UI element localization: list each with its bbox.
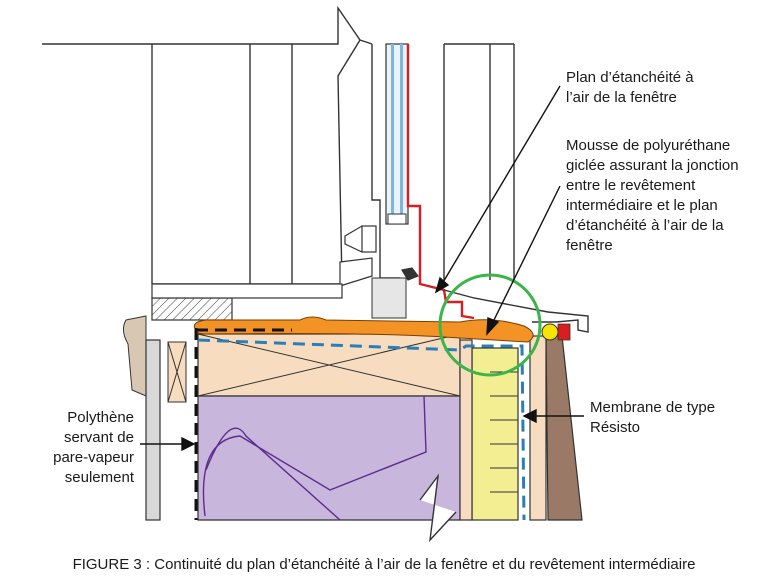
label-window-air-plane: Plan d’étanchéité à l’air de la fenêtre [566,69,694,106]
cladding [545,335,583,521]
figure-caption: FIGURE 3 : Continuité du plan d’étanchéi… [72,556,696,573]
drywall [145,339,161,521]
interior-finish [42,5,361,285]
membrane-line [197,338,526,521]
stool-top [151,283,343,299]
leader-lines [140,85,584,452]
window-air-barrier-line [406,44,475,320]
break-line [419,473,457,543]
rigid-insulation [471,347,519,521]
red-seal [557,323,571,341]
frame-block [371,277,407,319]
drywall-return [122,315,147,397]
window-frame [359,39,515,286]
interior-stool [151,297,233,321]
furring-strip [167,341,187,403]
batt-insulation [197,395,461,521]
glazing-unit [385,43,409,225]
label-polyethylene: Polythène servant de pare-vapeur seuleme… [53,409,134,486]
air-space [529,335,547,521]
sheathing-panel [459,339,473,521]
spray-foam [193,316,534,343]
junction-highlight-circle [438,273,542,377]
sealant-bead [541,323,559,341]
exterior-sill [443,289,589,333]
label-spray-foam: Mousse de polyuréthane giclée assurant l… [566,137,739,254]
label-membrane: Membrane de type Résisto [590,399,716,436]
sash-hardware [339,225,419,287]
sill-plate [197,333,461,397]
